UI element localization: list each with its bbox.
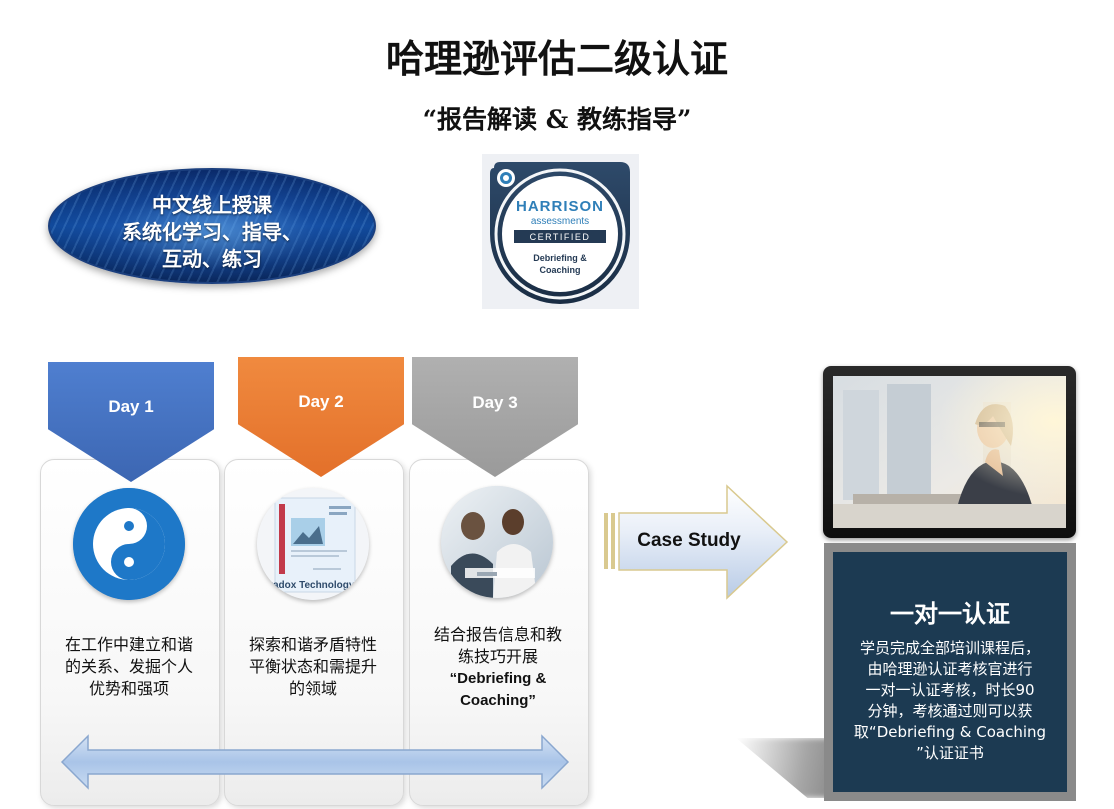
certification-title: 一对一认证 xyxy=(890,600,1010,628)
coaching-session-photo xyxy=(441,486,553,598)
day-3-text-line-4: Coaching” xyxy=(460,692,536,709)
online-course-line-2: 系统化学习、指导、 xyxy=(122,220,302,244)
certification-line-2: 由哈理逊认证考核官进行 xyxy=(867,660,1033,678)
badge-line-2: Coaching xyxy=(539,265,580,275)
certification-line-6: ”认证证书 xyxy=(916,744,984,762)
woman-at-desk-photo xyxy=(833,376,1066,528)
certification-inner: 一对一认证 学员完成全部培训课程后， 由哈理逊认证考核官进行 一对一认证考核，时… xyxy=(833,552,1067,792)
doc-caption: aradox Technology xyxy=(264,580,355,591)
badge-line-1: Debriefing & xyxy=(533,253,587,263)
online-course-text: 中文线上授课 系统化学习、指导、 互动、练习 xyxy=(50,192,374,273)
certification-line-4: 分钟，考核通过则可以获 xyxy=(867,702,1033,720)
badge-certified: CERTIFIED xyxy=(530,232,591,242)
certification-panel: 一对一认证 学员完成全部培训课程后， 由哈理逊认证考核官进行 一对一认证考核，时… xyxy=(824,543,1076,801)
yin-yang-icon xyxy=(73,488,185,600)
double-arrow-icon xyxy=(60,734,570,790)
day-1-text-line-3: 优势和强项 xyxy=(88,679,169,698)
day-3-text-line-3: “Debriefing & xyxy=(449,670,547,687)
certified-badge: HARRISON assessments CERTIFIED Debriefin… xyxy=(482,154,639,309)
online-course-line-3: 互动、练习 xyxy=(162,247,262,271)
online-course-ellipse: 中文线上授课 系统化学习、指导、 互动、练习 xyxy=(48,168,376,284)
day-3-text-line-1: 结合报告信息和教 xyxy=(433,625,562,644)
day-2-label: Day 2 xyxy=(298,392,344,411)
case-study-label: Case Study xyxy=(637,530,741,551)
day-2-description: 探索和谐矛盾特性 平衡状态和需提升 的领域 xyxy=(233,634,393,700)
page-title: 哈理逊评估二级认证 xyxy=(385,36,728,81)
day-3-text-line-2: 练技巧开展 xyxy=(457,647,538,666)
certification-line-3: 一对一认证考核，时长90 xyxy=(865,681,1035,699)
online-course-line-1: 中文线上授课 xyxy=(152,193,272,217)
day-3-description: 结合报告信息和教 练技巧开展 “Debriefing & Coaching” xyxy=(418,624,578,712)
day-1-text-line-1: 在工作中建立和谐 xyxy=(64,635,193,654)
day-2-text-line-3: 的领域 xyxy=(288,679,337,698)
certification-line-1: 学员完成全部培训课程后， xyxy=(859,639,1040,657)
certified-badge-icon: HARRISON assessments CERTIFIED Debriefin… xyxy=(490,162,630,304)
report-document-icon: aradox Technology xyxy=(257,488,369,600)
case-study-arrow xyxy=(604,484,789,600)
page-subtitle: “报告解读 & 教练指导” xyxy=(422,105,692,134)
day-1-label: Day 1 xyxy=(108,397,154,416)
badge-sub: assessments xyxy=(531,216,589,227)
day-1-text-line-2: 的关系、发掘个人 xyxy=(64,657,193,676)
day-2-text-line-2: 平衡状态和需提升 xyxy=(248,657,377,676)
certification-line-5: 取“Debriefing & Coaching xyxy=(853,723,1047,741)
day-1-description: 在工作中建立和谐 的关系、发掘个人 优势和强项 xyxy=(49,634,209,700)
badge-brand: HARRISON xyxy=(516,198,604,215)
day-2-text-line-1: 探索和谐矛盾特性 xyxy=(248,635,377,654)
laptop-frame xyxy=(823,366,1076,538)
certification-body: 学员完成全部培训课程后， 由哈理逊认证考核官进行 一对一认证考核，时长90 分钟… xyxy=(841,638,1059,764)
day-3-label: Day 3 xyxy=(472,393,518,412)
